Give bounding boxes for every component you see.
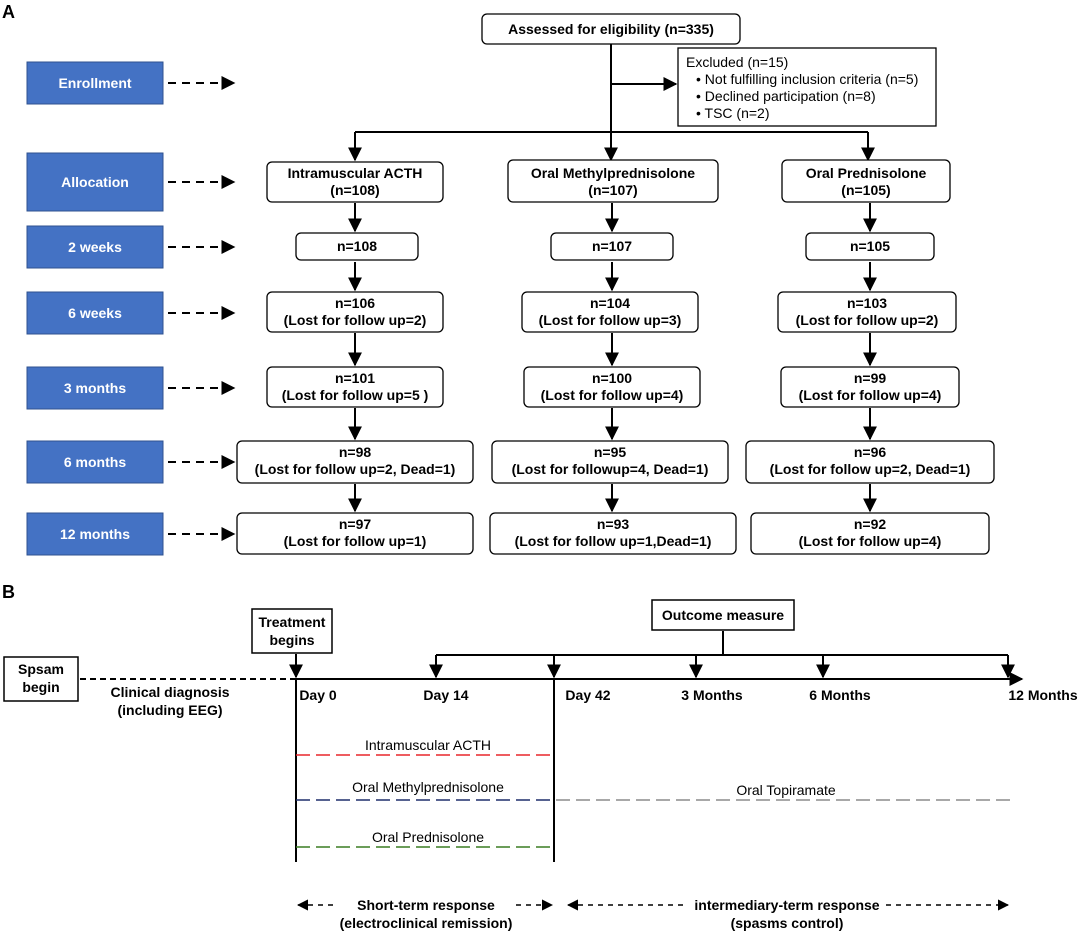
- arm-intramuscular-acth: Intramuscular ACTH (n=108) n=108 n=106 (…: [236, 161, 474, 555]
- arm-3m-lost: (Lost for follow up=4): [799, 387, 942, 403]
- timepoint-label: 12 Months: [1008, 687, 1077, 703]
- excluded-item: • Not fulfilling inclusion criteria (n=5…: [696, 71, 918, 87]
- stage-12-months: 12 months: [26, 512, 164, 556]
- arm-connectors: [348, 203, 877, 513]
- arm-2w: n=107: [592, 238, 632, 254]
- arm-6m-n: n=96: [854, 444, 887, 460]
- arm-name: Oral Prednisolone: [806, 165, 927, 181]
- stage-allocation: Allocation: [26, 152, 164, 212]
- panel-a-label: A: [2, 2, 15, 22]
- arm-6m-lost: (Lost for followup=4, Dead=1): [512, 461, 709, 477]
- arm-2w: n=105: [850, 238, 890, 254]
- arm-6w-n: n=103: [847, 295, 887, 311]
- stage-6-weeks: 6 weeks: [26, 291, 164, 335]
- timepoint-label: Day 0: [299, 687, 337, 703]
- arm-6m-lost: (Lost for follow up=2, Dead=1): [255, 461, 456, 477]
- arm-3m-lost: (Lost for follow up=5 ): [282, 387, 429, 403]
- allocation-connectors: [348, 44, 875, 162]
- clinical-diagnosis-label: (including EEG): [118, 702, 223, 718]
- stage-2-weeks: 2 weeks: [26, 225, 164, 269]
- arm-3m-lost: (Lost for follow up=4): [541, 387, 684, 403]
- arm-n: (n=108): [330, 182, 379, 198]
- assessed-label: Assessed for eligibility (n=335): [508, 21, 714, 37]
- stage-arrows: [168, 76, 236, 541]
- treatment-prednisolone: Oral Prednisolone: [296, 829, 554, 848]
- spasm-begin-line: Spsam: [18, 661, 64, 677]
- stage-enrollment: Enrollment: [26, 61, 164, 105]
- arm-12m-lost: (Lost for follow up=1,Dead=1): [515, 533, 712, 549]
- timeline: [289, 631, 1024, 862]
- arm-6m-n: n=98: [339, 444, 372, 460]
- arm-3m-n: n=100: [592, 370, 632, 386]
- stage-label: 3 months: [64, 380, 126, 396]
- arm-3m-n: n=101: [335, 370, 375, 386]
- treatment-label: Oral Methylprednisolone: [352, 779, 504, 795]
- stage-label: 6 months: [64, 454, 126, 470]
- treatment-methylprednisolone: Oral Methylprednisolone: [296, 779, 554, 801]
- treatment-topiramate: Oral Topiramate: [556, 782, 1010, 801]
- arm-name: Oral Methylprednisolone: [531, 165, 695, 181]
- arm-n: (n=105): [841, 182, 890, 198]
- intermediate-term-label: (spasms control): [731, 915, 844, 931]
- excluded-item: • TSC (n=2): [696, 105, 770, 121]
- arm-2w: n=108: [337, 238, 377, 254]
- outcome-measure-box: Outcome measure: [651, 599, 795, 631]
- arm-oral-prednisolone: Oral Prednisolone (n=105) n=105 n=103 (L…: [745, 159, 995, 555]
- stage-label: 12 months: [60, 526, 130, 542]
- timepoint-label: 3 Months: [681, 687, 743, 703]
- arm-6w-lost: (Lost for follow up=3): [539, 312, 682, 328]
- timepoint-label: Day 14: [423, 687, 468, 703]
- stage-3-months: 3 months: [26, 366, 164, 410]
- intermediate-term-label: intermediary-term response: [694, 897, 879, 913]
- excluded-box: Excluded (n=15) • Not fulfilling inclusi…: [677, 47, 937, 127]
- arm-6w-n: n=106: [335, 295, 375, 311]
- spasm-begin-box: Spsam begin: [3, 656, 79, 702]
- short-term-label: (electroclinical remission): [340, 915, 513, 931]
- clinical-diagnosis-label: Clinical diagnosis: [110, 684, 229, 700]
- treatment-begins-box: Treatment begins: [251, 608, 333, 654]
- timepoint-label: Day 42: [565, 687, 610, 703]
- arm-oral-methylprednisolone: Oral Methylprednisolone (n=107) n=107 n=…: [489, 159, 737, 555]
- outcome-measure-label: Outcome measure: [662, 607, 784, 623]
- panel-b-label: B: [2, 582, 15, 602]
- treatment-begins-line: Treatment: [259, 614, 326, 630]
- stage-label: 2 weeks: [68, 239, 122, 255]
- arm-n: (n=107): [588, 182, 637, 198]
- arm-6m-n: n=95: [594, 444, 627, 460]
- treatment-acth: Intramuscular ACTH: [296, 737, 554, 756]
- arm-12m-n: n=93: [597, 516, 630, 532]
- stage-6-months: 6 months: [26, 440, 164, 484]
- stage-label: 6 weeks: [68, 305, 122, 321]
- spasm-begin-line: begin: [22, 679, 59, 695]
- arm-6w-lost: (Lost for follow up=2): [284, 312, 427, 328]
- excluded-title: Excluded (n=15): [686, 54, 788, 70]
- stage-label: Enrollment: [58, 75, 131, 91]
- arm-3m-n: n=99: [854, 370, 887, 386]
- arm-12m-n: n=92: [854, 516, 887, 532]
- treatment-begins-line: begins: [269, 632, 314, 648]
- stage-label: Allocation: [61, 174, 129, 190]
- arm-6m-lost: (Lost for follow up=2, Dead=1): [770, 461, 971, 477]
- treatment-label: Intramuscular ACTH: [365, 737, 491, 753]
- assessed-box: Assessed for eligibility (n=335): [481, 13, 741, 45]
- timepoint-label: 6 Months: [809, 687, 871, 703]
- arm-6w-n: n=104: [590, 295, 630, 311]
- arm-12m-lost: (Lost for follow up=1): [284, 533, 427, 549]
- arm-12m-n: n=97: [339, 516, 372, 532]
- arm-6w-lost: (Lost for follow up=2): [796, 312, 939, 328]
- treatment-label: Oral Topiramate: [736, 782, 836, 798]
- arm-name: Intramuscular ACTH: [288, 165, 423, 181]
- excluded-item: • Declined participation (n=8): [696, 88, 876, 104]
- short-term-label: Short-term response: [357, 897, 495, 913]
- arm-12m-lost: (Lost for follow up=4): [799, 533, 942, 549]
- treatment-label: Oral Prednisolone: [372, 829, 484, 845]
